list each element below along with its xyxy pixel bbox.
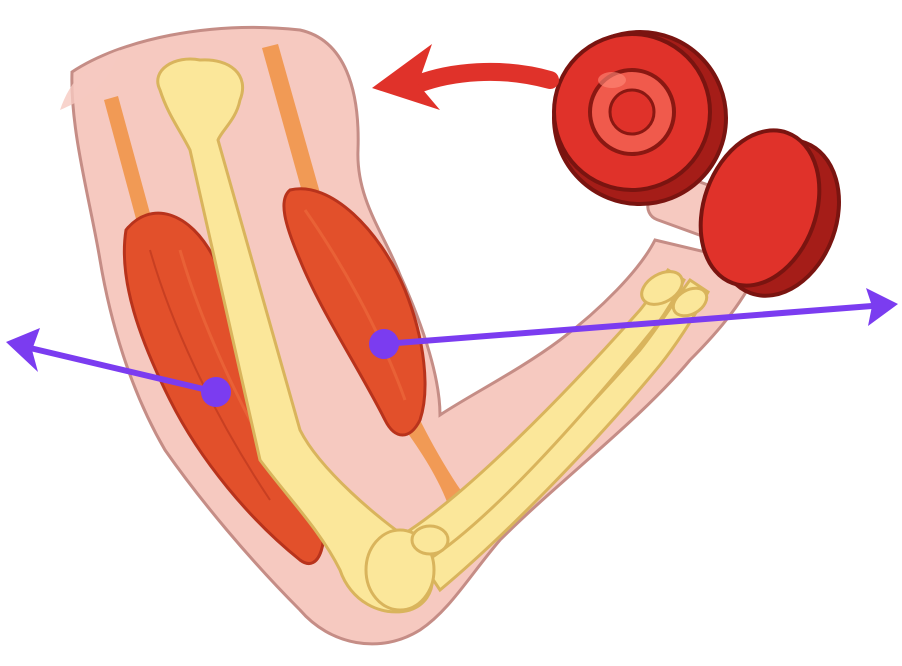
motion-arrow — [372, 44, 550, 110]
biceps-marker-dot — [369, 329, 399, 359]
triceps-marker-dot — [201, 377, 231, 407]
